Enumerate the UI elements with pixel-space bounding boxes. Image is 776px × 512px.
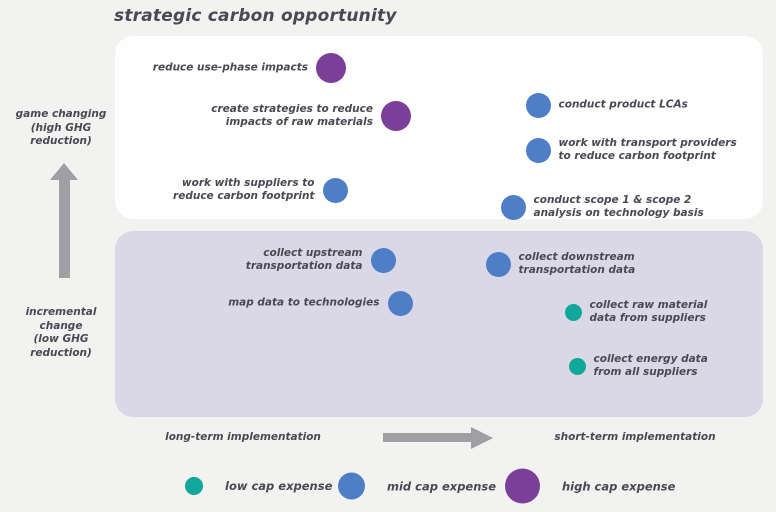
- legend-label: high cap expense: [562, 479, 676, 493]
- legend-label: low cap expense: [225, 479, 333, 493]
- up-arrow-icon: [50, 163, 78, 180]
- mid-cap-expense-bubble: [525, 137, 551, 163]
- chart-point-label: collect raw material data from suppliers: [589, 298, 708, 324]
- y-axis-top-label: game changing (high GHG reduction): [15, 108, 107, 148]
- chart-point-label: conduct scope 1 & scope 2 analysis on te…: [533, 193, 704, 219]
- mid-cap-expense-dot-icon: [338, 472, 365, 500]
- chart-point-label: collect downstream transportation data: [518, 250, 636, 276]
- chart-point-label: conduct product LCAs: [558, 98, 688, 111]
- right-arrow-icon: [471, 427, 493, 449]
- low-cap-expense-bubble: [568, 357, 586, 375]
- mid-cap-expense-bubble: [525, 92, 551, 118]
- chart-point-label: reduce use-phase impacts: [152, 61, 308, 74]
- high-cap-expense-dot-icon: [505, 468, 540, 504]
- mid-cap-expense-bubble: [370, 247, 396, 273]
- incremental-change-panel: [115, 231, 763, 417]
- chart-point-label: collect upstream transportation data: [245, 246, 363, 272]
- low-cap-expense-dot-icon: [185, 477, 203, 495]
- low-cap-expense-bubble: [564, 303, 582, 321]
- chart-point-label: work with suppliers to reduce carbon foo…: [173, 176, 315, 202]
- legend-entry-high-cap-expense: high cap expense: [505, 468, 676, 504]
- chart-point-label: map data to technologies: [228, 296, 380, 309]
- mid-cap-expense-bubble: [485, 251, 511, 277]
- chart-point-label: work with transport providers to reduce …: [558, 136, 737, 162]
- legend-label: mid cap expense: [387, 479, 497, 493]
- right-arrow-shaft: [383, 433, 471, 442]
- mid-cap-expense-bubble: [322, 177, 348, 203]
- page-title: strategic carbon opportunity: [114, 6, 397, 26]
- high-cap-expense-bubble: [316, 53, 346, 83]
- x-axis-right-label: short-term implementation: [554, 431, 716, 443]
- mid-cap-expense-bubble: [387, 290, 413, 316]
- y-axis-bottom-label: incremental change (low GHG reduction): [25, 306, 97, 359]
- legend-entry-low-cap-expense: low cap expense: [185, 477, 332, 495]
- x-axis-left-label: long-term implementation: [165, 431, 321, 443]
- legend-entry-mid-cap-expense: mid cap expense: [338, 472, 497, 500]
- game-changing-panel: [115, 36, 763, 219]
- chart-point-label: collect energy data from all suppliers: [593, 352, 708, 378]
- up-arrow-shaft: [59, 179, 70, 278]
- high-cap-expense-bubble: [381, 101, 411, 131]
- chart-point-label: create strategies to reduce impacts of r…: [211, 102, 373, 128]
- mid-cap-expense-bubble: [500, 194, 526, 220]
